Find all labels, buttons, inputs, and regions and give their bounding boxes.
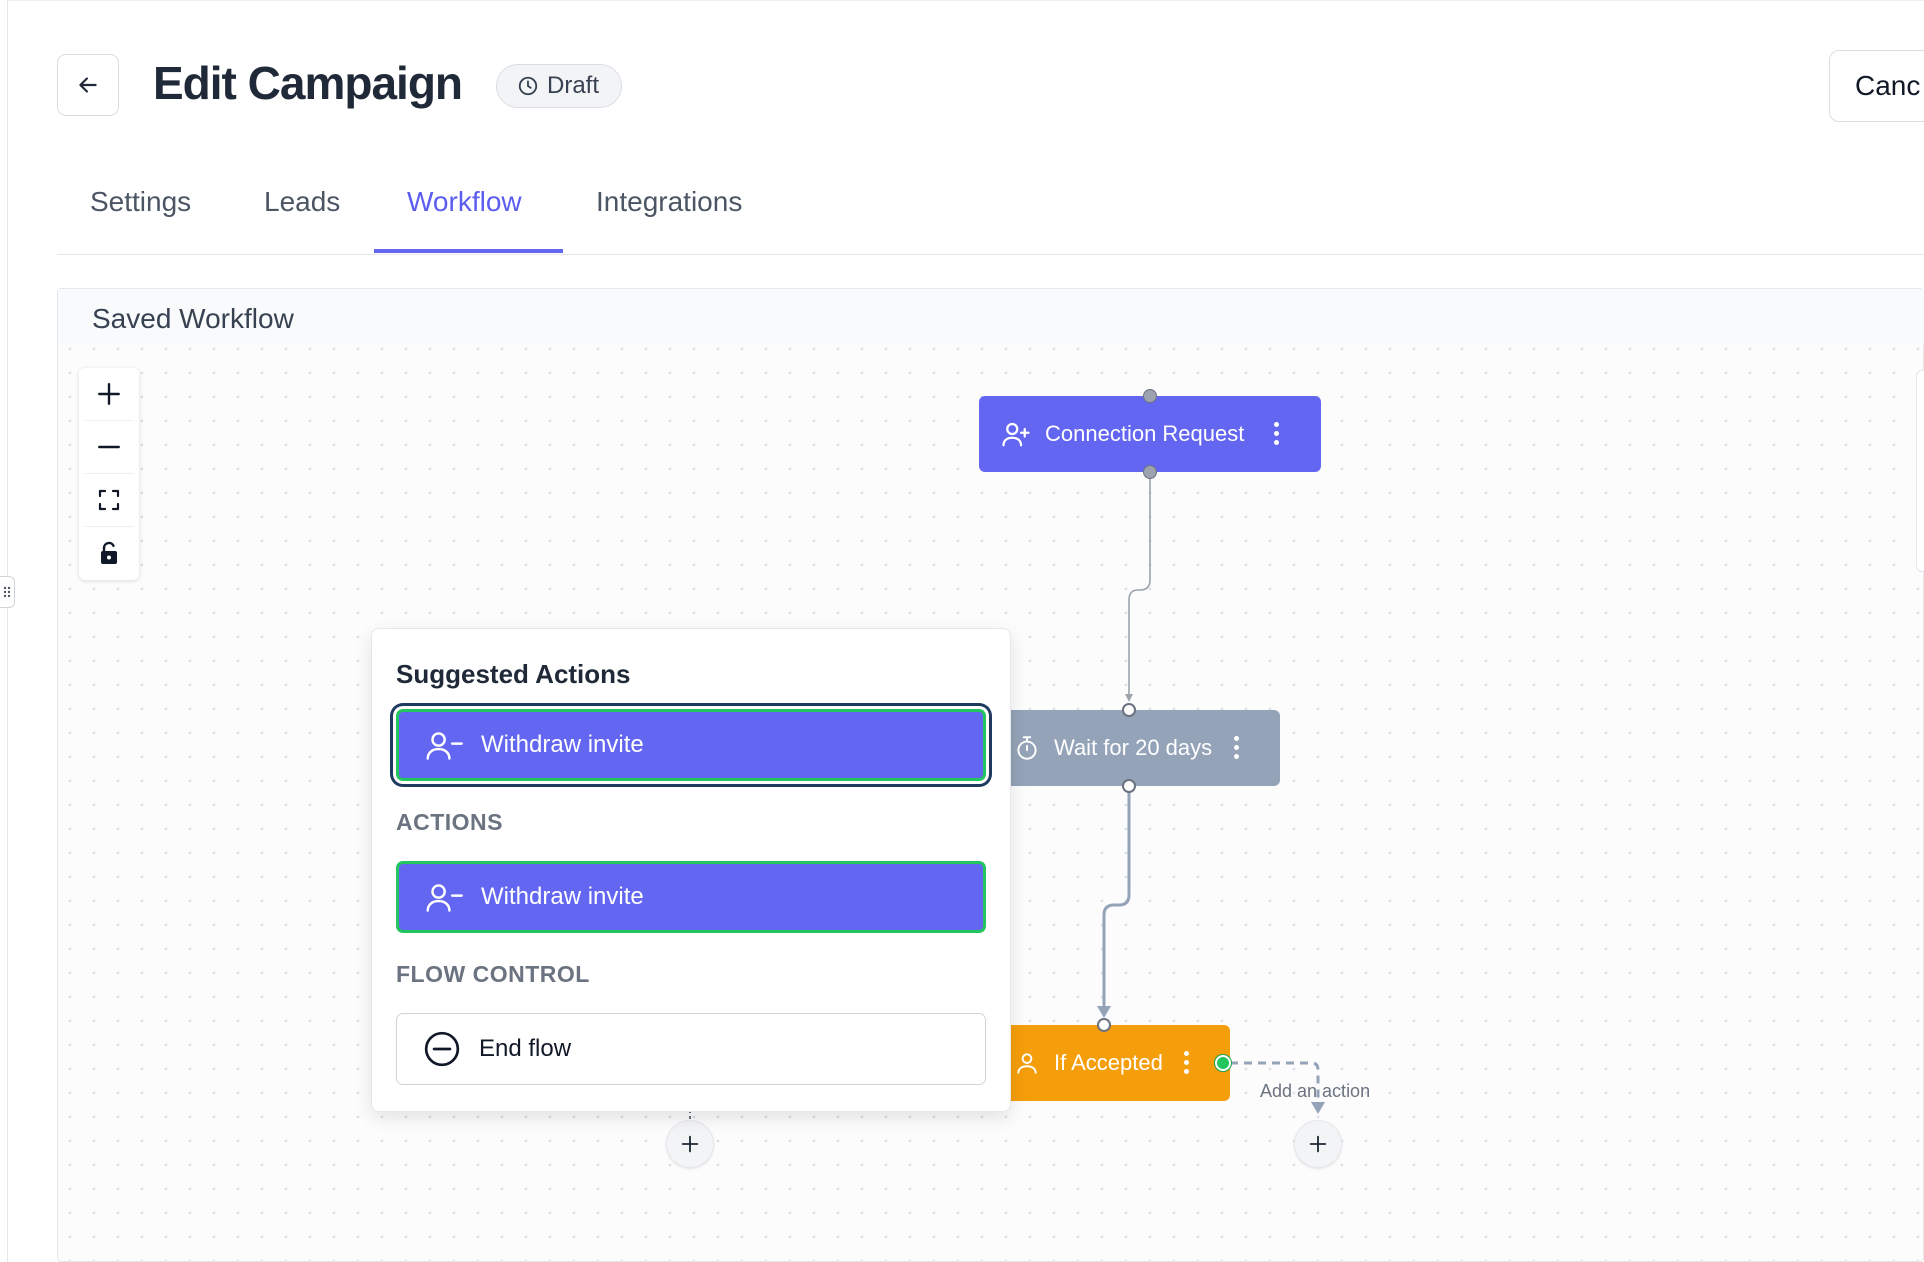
more-options-icon[interactable] (1184, 1051, 1189, 1074)
zoom-divider (85, 473, 133, 474)
zoom-out-button[interactable] (79, 421, 139, 473)
zoom-divider (85, 420, 133, 421)
panel-resize-handle[interactable] (0, 576, 15, 608)
add-step-button[interactable] (666, 1120, 714, 1168)
node-output-handle[interactable] (1143, 465, 1157, 479)
node-label: Wait for 20 days (1054, 735, 1213, 760)
back-button[interactable] (57, 54, 119, 116)
zoom-in-button[interactable] (79, 368, 139, 420)
user-icon (1017, 1053, 1037, 1074)
node-output-handle[interactable] (1122, 779, 1136, 793)
action-menu: Suggested Actions Withdraw invite ACTION… (371, 628, 1011, 1112)
menu-heading: Suggested Actions (396, 659, 631, 689)
tab-workflow[interactable]: Workflow (407, 186, 522, 217)
page-title: Edit Campaign (153, 57, 463, 109)
user-plus-icon (1002, 422, 1030, 447)
grip-icon (3, 586, 11, 598)
more-options-icon[interactable] (1234, 736, 1239, 759)
status-badge: Draft (496, 64, 623, 108)
node-connection-request[interactable]: Connection Request (979, 396, 1321, 472)
node-if-accepted[interactable]: If Accepted (990, 1025, 1230, 1101)
zoom-divider (85, 526, 133, 527)
side-panel-handle[interactable] (1916, 370, 1924, 572)
node-input-handle[interactable] (1122, 703, 1136, 717)
fit-view-button[interactable] (79, 474, 139, 526)
tab-leads[interactable]: Leads (264, 186, 341, 217)
end-flow-option[interactable]: End flow (396, 1013, 986, 1085)
node-input-handle[interactable] (1097, 1018, 1111, 1032)
plus-icon (1309, 1135, 1327, 1153)
withdraw-invite-option[interactable]: Withdraw invite (396, 861, 986, 933)
arrow-left-icon (79, 77, 97, 93)
flow-control-section-label: FLOW CONTROL (396, 961, 590, 987)
zoom-controls (79, 368, 139, 580)
fit-view-icon (98, 489, 120, 511)
node-label: Connection Request (1045, 421, 1245, 446)
more-options-icon[interactable] (1274, 422, 1279, 445)
add-step-button[interactable] (1294, 1120, 1342, 1168)
user-minus-icon (426, 732, 463, 760)
lock-icon (101, 541, 117, 564)
node-label: If Accepted (1054, 1050, 1163, 1075)
option-label: End flow (479, 1035, 572, 1062)
option-label: Withdraw invite (481, 883, 644, 910)
node-input-handle[interactable] (1143, 389, 1157, 403)
tab-integrations[interactable]: Integrations (596, 186, 743, 217)
status-badge-label: Draft (547, 72, 600, 99)
zoom-in-icon (98, 383, 120, 405)
canvas-title: Saved Workflow (92, 303, 294, 334)
actions-section-label: ACTIONS (396, 809, 503, 835)
zoom-out-icon (98, 445, 120, 449)
cancel-button[interactable]: Canc (1829, 50, 1924, 122)
clock-icon (518, 76, 538, 96)
suggested-withdraw-invite-option[interactable]: Withdraw invite (396, 709, 986, 781)
option-label: Withdraw invite (481, 731, 644, 758)
top-divider (8, 0, 1924, 1)
canvas-header (58, 289, 1924, 345)
user-minus-icon (426, 884, 463, 912)
node-wait[interactable]: Wait for 20 days (990, 710, 1280, 786)
active-tab-indicator (374, 249, 563, 253)
stopwatch-icon (1017, 736, 1037, 760)
lock-button[interactable] (79, 527, 139, 579)
left-divider (7, 0, 8, 1262)
node-output-handle-accepted[interactable] (1215, 1055, 1231, 1071)
tab-settings[interactable]: Settings (90, 186, 192, 217)
add-action-label: Add an action (1260, 1081, 1371, 1101)
tabs-divider (57, 254, 1924, 255)
minus-circle-icon (424, 1031, 460, 1067)
plus-icon (681, 1135, 699, 1153)
